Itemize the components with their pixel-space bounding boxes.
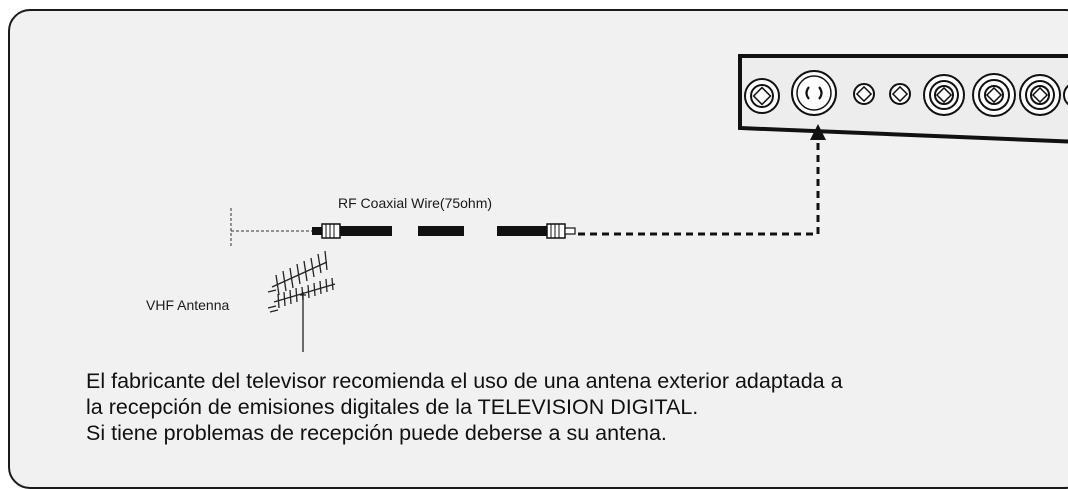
note-line: la recepción de emisiones digitales de l… [86,395,699,419]
av-jack-icon [972,73,1016,117]
av-jack-icon [744,78,780,114]
antenna-lead-line [230,208,312,248]
rf-input-jack-icon [791,70,837,116]
rf-coaxial-cable [312,223,576,239]
connection-path [578,124,826,236]
tv-back-panel [738,54,1068,144]
recommendation-note: El fabricante del televisor recomienda e… [86,368,1046,446]
av-jack-icon [1019,74,1061,116]
rf-connector-icon [546,223,576,239]
note-line: El fabricante del televisor recomienda e… [86,369,843,393]
arrow-up-icon [810,124,826,140]
av-jack-icon [1063,84,1068,106]
cable-label: RF Coaxial Wire(75ohm) [338,195,492,211]
vhf-antenna-icon [267,250,336,352]
note-line: Si tiene problemas de recepción puede de… [86,421,667,445]
av-jack-icon [923,74,965,116]
antenna-label: VHF Antenna [146,297,229,313]
rf-connector-icon [312,223,341,239]
small-jack-icon [889,83,911,105]
small-jack-icon [853,83,875,105]
